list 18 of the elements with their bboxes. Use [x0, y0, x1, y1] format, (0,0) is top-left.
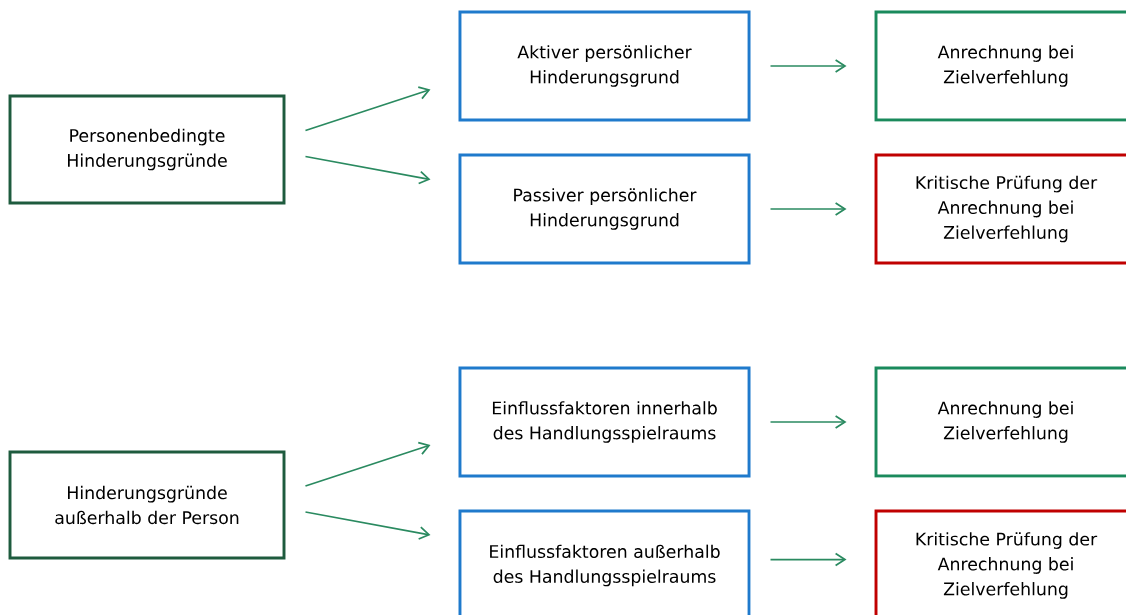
- category-box: Passiver persönlicher Hinderungsgrund: [458, 153, 751, 265]
- outcome-box: Kritische Prüfung der Anrechnung bei Zielverfehlung: [874, 509, 1126, 615]
- arrow: [304, 155, 431, 185]
- category-box: Einflussfaktoren innerhalb des Handlungsspielraums: [458, 366, 751, 478]
- arrow: [304, 86, 431, 132]
- arrow: [769, 202, 847, 216]
- arrow: [769, 415, 847, 429]
- arrow: [769, 552, 847, 567]
- arrow: [304, 441, 431, 487]
- outcome-box: Anrechnung bei Zielverfehlung: [874, 366, 1126, 478]
- arrow: [769, 59, 847, 73]
- reason-box: Personenbedingte Hinderungsgründe: [8, 94, 286, 205]
- outcome-box: Anrechnung bei Zielverfehlung: [874, 10, 1126, 122]
- reason-box: Hinderungsgründe außerhalb der Person: [8, 450, 286, 560]
- outcome-box: Kritische Prüfung der Anrechnung bei Zielverfehlung: [874, 153, 1126, 265]
- arrow: [304, 511, 431, 540]
- category-box: Einflussfaktoren außerhalb des Handlungsspielraums: [458, 509, 751, 615]
- category-box: Aktiver persönlicher Hinderungsgrund: [458, 10, 751, 122]
